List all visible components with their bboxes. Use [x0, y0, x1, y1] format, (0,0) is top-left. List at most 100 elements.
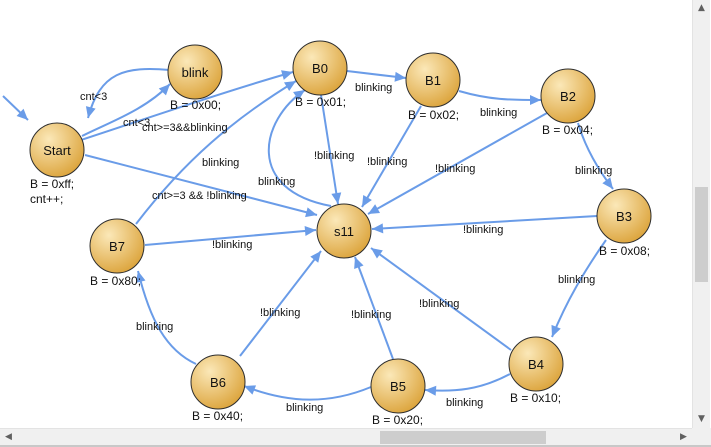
state-node-b4[interactable]: B4B = 0x10;	[508, 336, 564, 405]
state-node-b2[interactable]: B2B = 0x04;	[540, 68, 596, 137]
edge-line	[551, 239, 607, 338]
state-name: B5	[390, 379, 406, 394]
arrowhead-icon	[310, 251, 321, 263]
edge-b3-to-s11[interactable]	[371, 215, 598, 234]
edge-label: blinking	[136, 321, 173, 333]
edge-line	[458, 90, 542, 101]
state-action: B = 0x80;	[90, 274, 141, 288]
edge-b6-to-s11[interactable]	[239, 250, 322, 357]
edge-line	[81, 83, 171, 137]
vertical-scroll-thumb[interactable]	[695, 187, 708, 282]
edge-b1-to-s11[interactable]	[361, 105, 422, 208]
horizontal-scrollbar[interactable]: ◀ ▶	[0, 428, 692, 446]
edge-label: !blinking	[419, 298, 459, 310]
edge-line	[144, 229, 317, 246]
state-name: B7	[109, 239, 125, 254]
edge-label: !blinking	[435, 163, 475, 175]
triangle-right-icon: ▶	[680, 432, 687, 442]
edge-b2-to-b3[interactable]	[577, 122, 614, 190]
edge-b1-to-b2[interactable]	[458, 90, 542, 105]
state-action: B = 0x08;	[599, 244, 650, 258]
edge-b7-to-s11[interactable]	[144, 225, 317, 246]
arrowhead-icon	[85, 106, 96, 118]
edge-line	[361, 105, 422, 208]
edge-line	[267, 89, 332, 207]
edge-b4-to-s11[interactable]	[370, 247, 512, 351]
state-name: B3	[616, 209, 632, 224]
arrowhead-icon	[16, 108, 28, 120]
arrowhead-icon	[368, 204, 381, 214]
edge-b6-to-b7[interactable]	[135, 270, 197, 365]
state-circle	[29, 122, 85, 178]
edge-line	[367, 112, 548, 215]
edge-line	[239, 250, 322, 357]
state-circle	[596, 188, 652, 244]
edge-label: blinking	[446, 397, 483, 409]
arrowhead-icon	[602, 177, 613, 189]
arrowhead-icon	[305, 207, 317, 218]
edge-label: blinking	[558, 274, 595, 286]
state-node-s11[interactable]: s11	[316, 203, 372, 259]
edge-b5-to-b6[interactable]	[243, 385, 372, 401]
arrowhead-icon	[372, 223, 384, 234]
edge-b2-to-s11[interactable]	[367, 112, 548, 215]
arrowhead-icon	[281, 70, 293, 80]
state-name: B0	[312, 61, 328, 76]
scrollbar-corner	[692, 428, 711, 447]
edge-b7-to-b0[interactable]	[135, 80, 297, 225]
arrowhead-icon	[293, 90, 305, 101]
arrowhead-icon	[284, 81, 296, 91]
state-node-b0[interactable]: B0B = 0x01;	[292, 40, 348, 109]
edge-start-to-b0[interactable]	[77, 70, 294, 142]
state-circle	[190, 354, 246, 410]
edge-entry-to-start[interactable]	[2, 95, 29, 121]
scroll-right-button[interactable]: ▶	[675, 429, 692, 446]
edge-b0-to-s11[interactable]	[320, 94, 342, 205]
state-action: B = 0x02;	[408, 108, 459, 122]
state-action: B = 0x40;	[192, 409, 243, 423]
edge-b5-to-s11[interactable]	[354, 256, 394, 360]
state-circle	[292, 40, 348, 96]
vertical-scrollbar[interactable]: ▲ ▼	[692, 0, 710, 428]
scroll-left-button[interactable]: ◀	[0, 429, 17, 446]
edge-start-to-blink[interactable]	[81, 83, 171, 137]
state-action: B = 0xff;	[30, 177, 74, 191]
horizontal-scroll-thumb[interactable]	[380, 431, 546, 444]
state-name: B6	[210, 375, 226, 390]
state-node-b1[interactable]: B1 B = 0x02;	[405, 52, 461, 122]
edge-label: blinking	[202, 157, 239, 169]
state-circle	[316, 203, 372, 259]
state-node-b5[interactable]: B5 B = 0x20;	[370, 358, 426, 427]
edge-blink-to-start[interactable]	[85, 67, 171, 119]
scroll-down-button[interactable]: ▼	[693, 411, 710, 428]
edge-b0-to-b1[interactable]	[346, 70, 407, 82]
edge-s11-to-b0[interactable]	[267, 89, 332, 207]
edge-label: !blinking	[212, 239, 252, 251]
edge-line	[371, 215, 598, 230]
edge-line	[87, 67, 171, 119]
scroll-up-button[interactable]: ▲	[693, 0, 710, 17]
state-circle	[167, 44, 223, 100]
arrowhead-icon	[394, 71, 406, 82]
edge-label: blinking	[258, 176, 295, 188]
state-name: B1	[425, 73, 441, 88]
state-node-b3[interactable]: B3 B = 0x08;	[596, 188, 652, 258]
edge-b4-to-b5[interactable]	[424, 373, 511, 396]
edge-b3-to-b4[interactable]	[551, 239, 607, 338]
edge-start-to-s11[interactable]	[84, 154, 318, 218]
state-name: B2	[560, 89, 576, 104]
edge-label: blinking	[286, 402, 323, 414]
edge-line	[77, 71, 294, 142]
state-node-b6[interactable]: B6 B = 0x40;	[190, 354, 246, 423]
edge-label: cnt>=3 && !blinking	[152, 190, 247, 202]
state-node-b7[interactable]: B7 B = 0x80;	[89, 218, 145, 288]
edge-label: blinking	[355, 82, 392, 94]
state-action: B = 0x20;	[372, 413, 423, 427]
triangle-left-icon: ◀	[5, 432, 12, 442]
state-action: cnt++;	[30, 192, 63, 206]
state-circle	[508, 336, 564, 392]
